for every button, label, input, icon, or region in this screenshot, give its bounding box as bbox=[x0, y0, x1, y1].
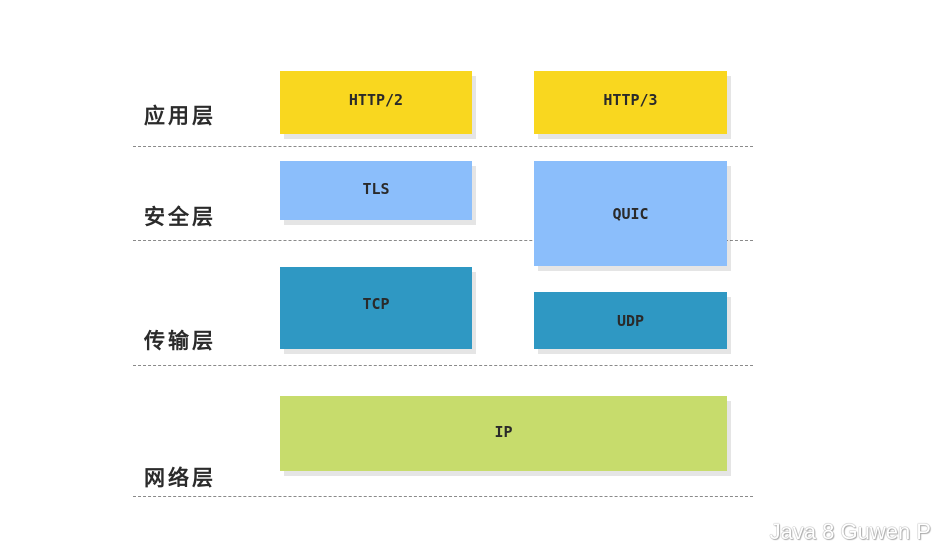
protocol-label-http2: HTTP/2 bbox=[348, 90, 404, 109]
layer-label-transport: 传输层 bbox=[144, 329, 216, 353]
layer-divider bbox=[133, 496, 753, 497]
protocol-box-quic: QUIC bbox=[534, 161, 727, 266]
layer-divider bbox=[133, 365, 753, 366]
protocol-box-udp: UDP bbox=[534, 292, 727, 349]
protocol-label-http3: HTTP/3 bbox=[603, 90, 658, 109]
protocol-label-tls: TLS bbox=[362, 179, 390, 198]
protocol-label-udp: UDP bbox=[616, 311, 645, 330]
layer-label-application: 应用层 bbox=[144, 104, 216, 128]
protocol-box-http2: HTTP/2 bbox=[280, 71, 472, 134]
protocol-box-tcp: TCP bbox=[280, 267, 472, 349]
layer-label-security: 安全层 bbox=[144, 205, 216, 229]
protocol-label-quic: QUIC bbox=[612, 204, 649, 223]
layer-divider bbox=[133, 240, 753, 241]
protocol-box-tls: TLS bbox=[280, 161, 472, 220]
watermark: Java 8 Guwen P bbox=[769, 519, 931, 544]
protocol-box-http3: HTTP/3 bbox=[534, 71, 727, 134]
layer-divider bbox=[133, 146, 753, 147]
protocol-label-ip: IP bbox=[494, 422, 513, 441]
layer-label-network: 网络层 bbox=[144, 466, 216, 490]
protocol-box-ip: IP bbox=[280, 396, 727, 471]
protocol-label-tcp: TCP bbox=[362, 295, 390, 313]
